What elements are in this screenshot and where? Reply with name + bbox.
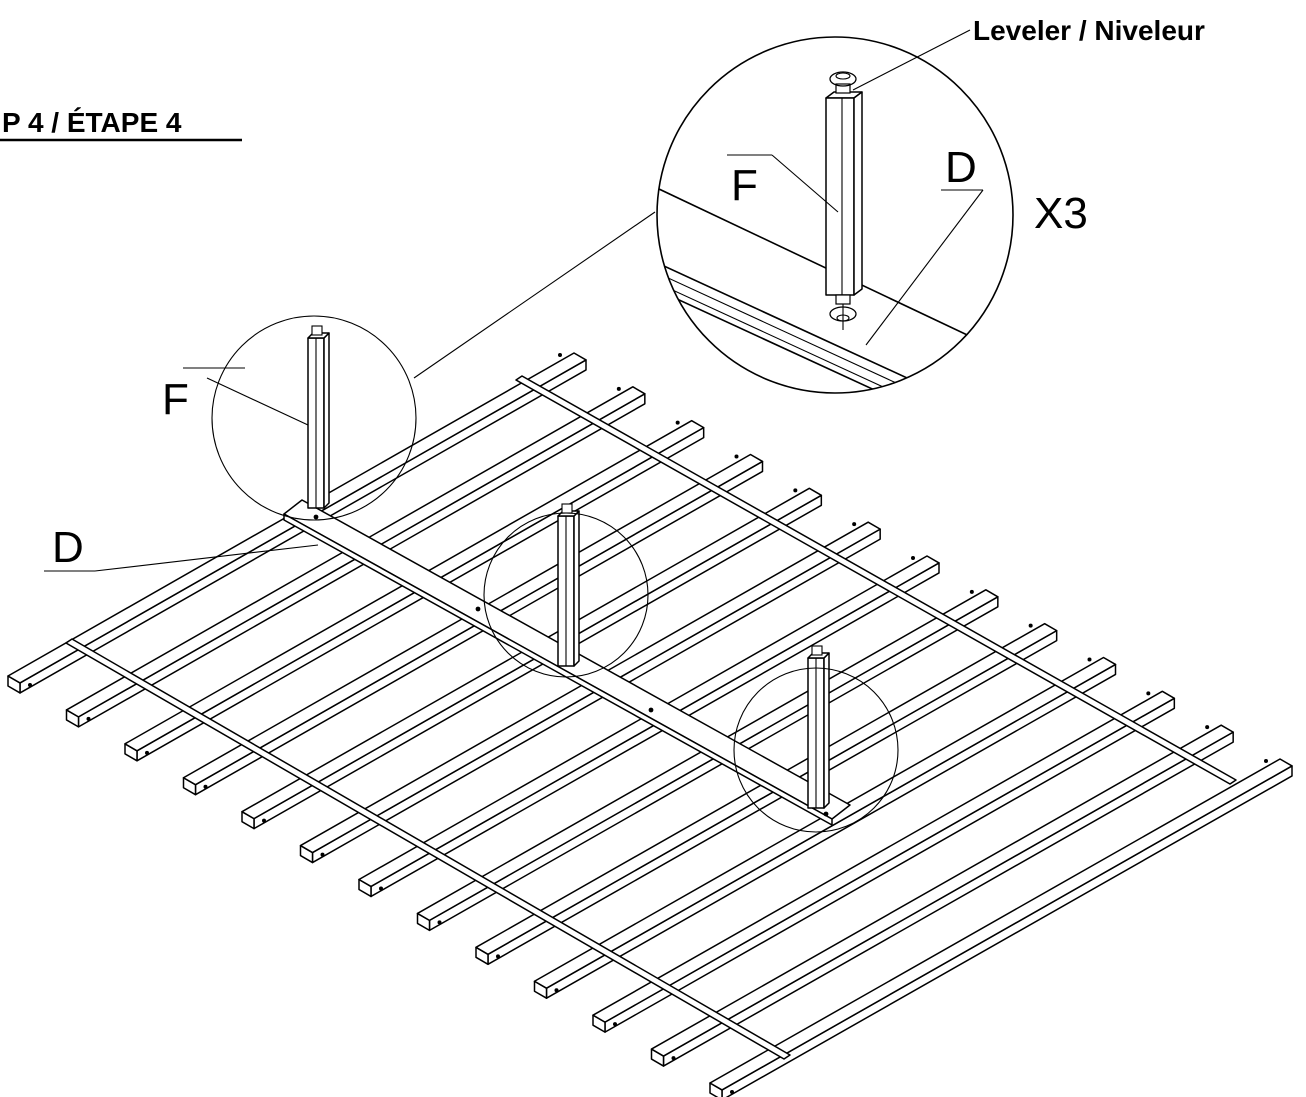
slat <box>709 758 1293 1097</box>
quantity-label: X3 <box>1034 189 1088 238</box>
cross-rail-bottom <box>65 638 791 1060</box>
slat <box>592 690 1176 1033</box>
leg-f <box>807 645 830 809</box>
detail-circle-leg-1 <box>211 315 417 521</box>
part-f-detail-leader <box>771 154 839 213</box>
leveler-label: Leveler / Niveleur <box>973 15 1205 46</box>
step-title: P 4 / ÉTAPE 4 <box>2 107 182 138</box>
magnified-detail <box>656 36 1014 394</box>
leg-group <box>307 325 830 809</box>
detail-connector-line <box>413 211 656 379</box>
leveler-leader <box>852 29 971 91</box>
leg-f <box>307 325 330 509</box>
leg-f <box>557 503 580 667</box>
part-f-detail-label: F <box>731 161 758 210</box>
cross-rail-top <box>515 375 1237 785</box>
detail-circle-leg-3 <box>733 667 899 833</box>
part-d-detail-leader <box>865 189 984 346</box>
part-d-main-label: D <box>52 523 84 572</box>
slat-group <box>7 352 1293 1097</box>
part-f-main-label: F <box>162 375 189 424</box>
slat <box>650 724 1234 1067</box>
detail-circle-leg-2 <box>483 512 649 678</box>
part-d-detail-label: D <box>945 143 977 192</box>
part-f-main-leader <box>206 377 309 426</box>
part-d-main-leader <box>94 544 319 572</box>
slat <box>533 656 1117 999</box>
